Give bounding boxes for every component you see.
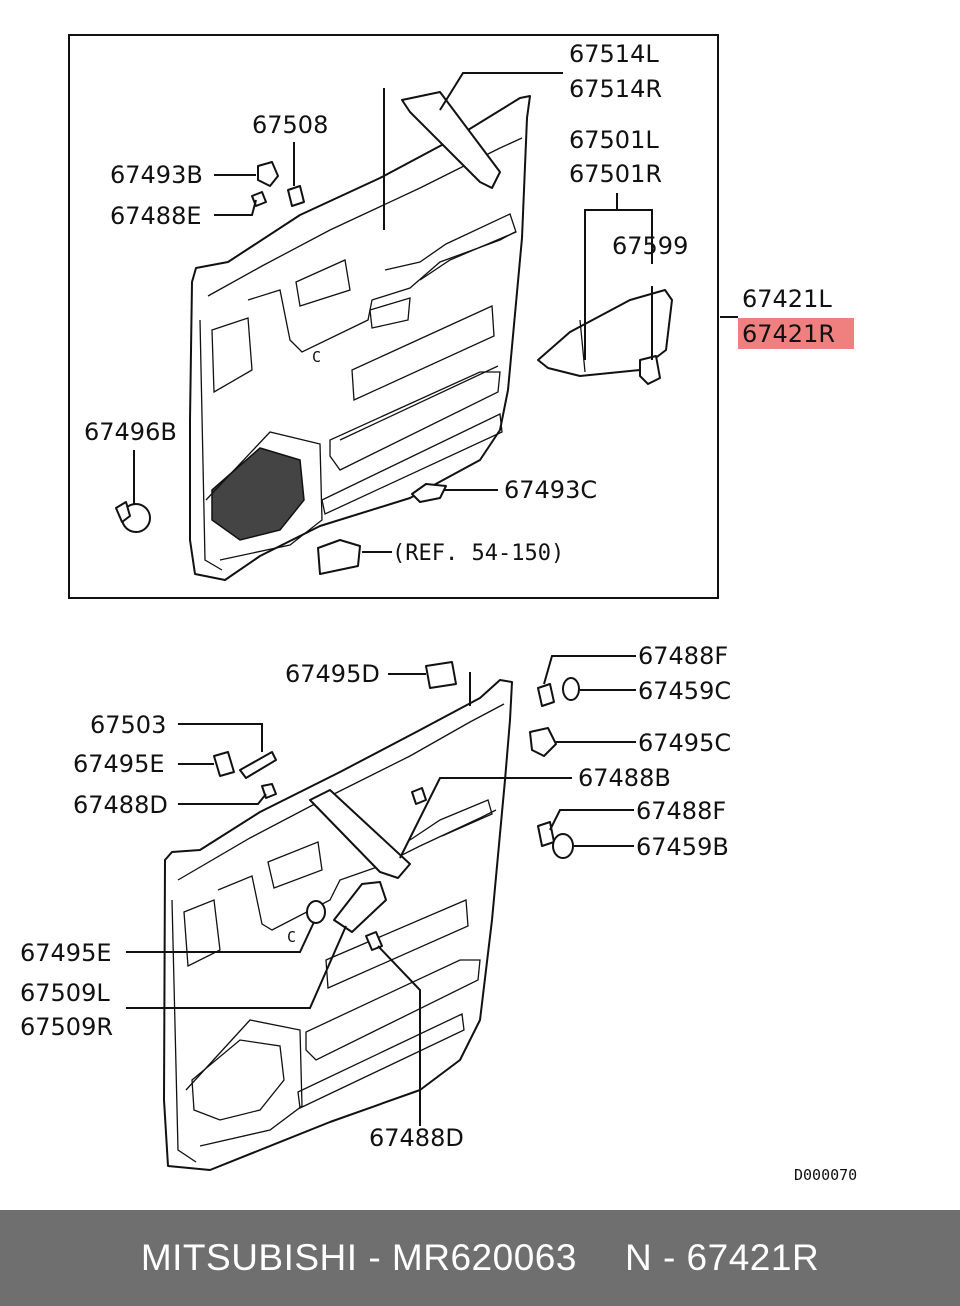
diagram-code: D000070: [794, 1166, 857, 1184]
clip-67495D: [425, 661, 457, 689]
pull-handle: [401, 91, 501, 189]
footer-ref-part: N - 67421R: [624, 1237, 820, 1278]
clip-67496B: [115, 501, 151, 533]
label-67488F-b: 67488F: [636, 797, 726, 825]
footer-brand-part: MITSUBISHI - MR620063: [140, 1237, 577, 1278]
speaker-grill: [205, 431, 323, 561]
label-67488B: 67488B: [578, 764, 671, 792]
label-67488F-a: 67488F: [638, 642, 728, 670]
clip-67495E-b: [306, 900, 326, 924]
label-ref-54-150: (REF. 54-150): [392, 541, 564, 566]
top-panel-frame: [68, 34, 719, 599]
label-67495C: 67495C: [638, 729, 731, 757]
label-67495E-a: 67495E: [73, 750, 165, 778]
label-67493C: 67493C: [504, 476, 597, 504]
screw-67488D-b: [365, 931, 383, 951]
clip-67495E-a: [213, 751, 235, 777]
bracket-67509: [333, 881, 387, 933]
label-67514R: 67514R: [569, 75, 662, 103]
clip-67495C: [529, 727, 557, 757]
top-leader-lines: [133, 72, 738, 553]
label-67459C: 67459C: [638, 677, 731, 705]
label-67496B: 67496B: [84, 418, 177, 446]
highlight-67421R: [738, 318, 854, 349]
label-67495E-b: 67495E: [20, 939, 112, 967]
label-67501R: 67501R: [569, 160, 662, 188]
label-67501L: 67501L: [569, 126, 659, 154]
parts-diagram: C 67514L 67514R 67508 6749: [20, 34, 857, 1184]
label-67509R: 67509R: [20, 1013, 113, 1041]
label-67509L: 67509L: [20, 979, 110, 1007]
clip-67599: [639, 355, 661, 385]
label-67459B: 67459B: [636, 833, 729, 861]
label-67514L: 67514L: [569, 40, 659, 68]
screw-67488F-a: [537, 683, 555, 707]
cap-67459B: [552, 833, 574, 859]
label-67599: 67599: [612, 232, 688, 260]
label-67495D: 67495D: [285, 660, 380, 688]
door-panel-bottom: C: [163, 679, 513, 1171]
window-switch: [317, 539, 361, 575]
label-67503: 67503: [90, 711, 166, 739]
label-67421R: 67421R: [742, 320, 835, 348]
clip-67503: [239, 751, 277, 779]
label-67421L: 67421L: [742, 285, 832, 313]
footer-bar: MITSUBISHI - MR620063 N - 67421R: [0, 1210, 960, 1306]
armrest: [537, 289, 673, 377]
label-67488D-b: 67488D: [369, 1124, 464, 1152]
strap-67509: [309, 789, 411, 879]
cap-67459C: [562, 677, 580, 701]
svg-text:C: C: [287, 928, 296, 946]
svg-text:C: C: [312, 348, 321, 366]
label-67488E: 67488E: [110, 202, 202, 230]
bracket-67508: [287, 185, 305, 207]
bottom-leader-lines: [126, 655, 636, 1126]
clip-67493B: [257, 161, 279, 187]
label-67488D-a: 67488D: [73, 791, 168, 819]
label-67508: 67508: [252, 111, 328, 139]
label-67493B: 67493B: [110, 161, 203, 189]
clip-67493C: [411, 483, 447, 503]
screw-67488B: [411, 787, 427, 805]
